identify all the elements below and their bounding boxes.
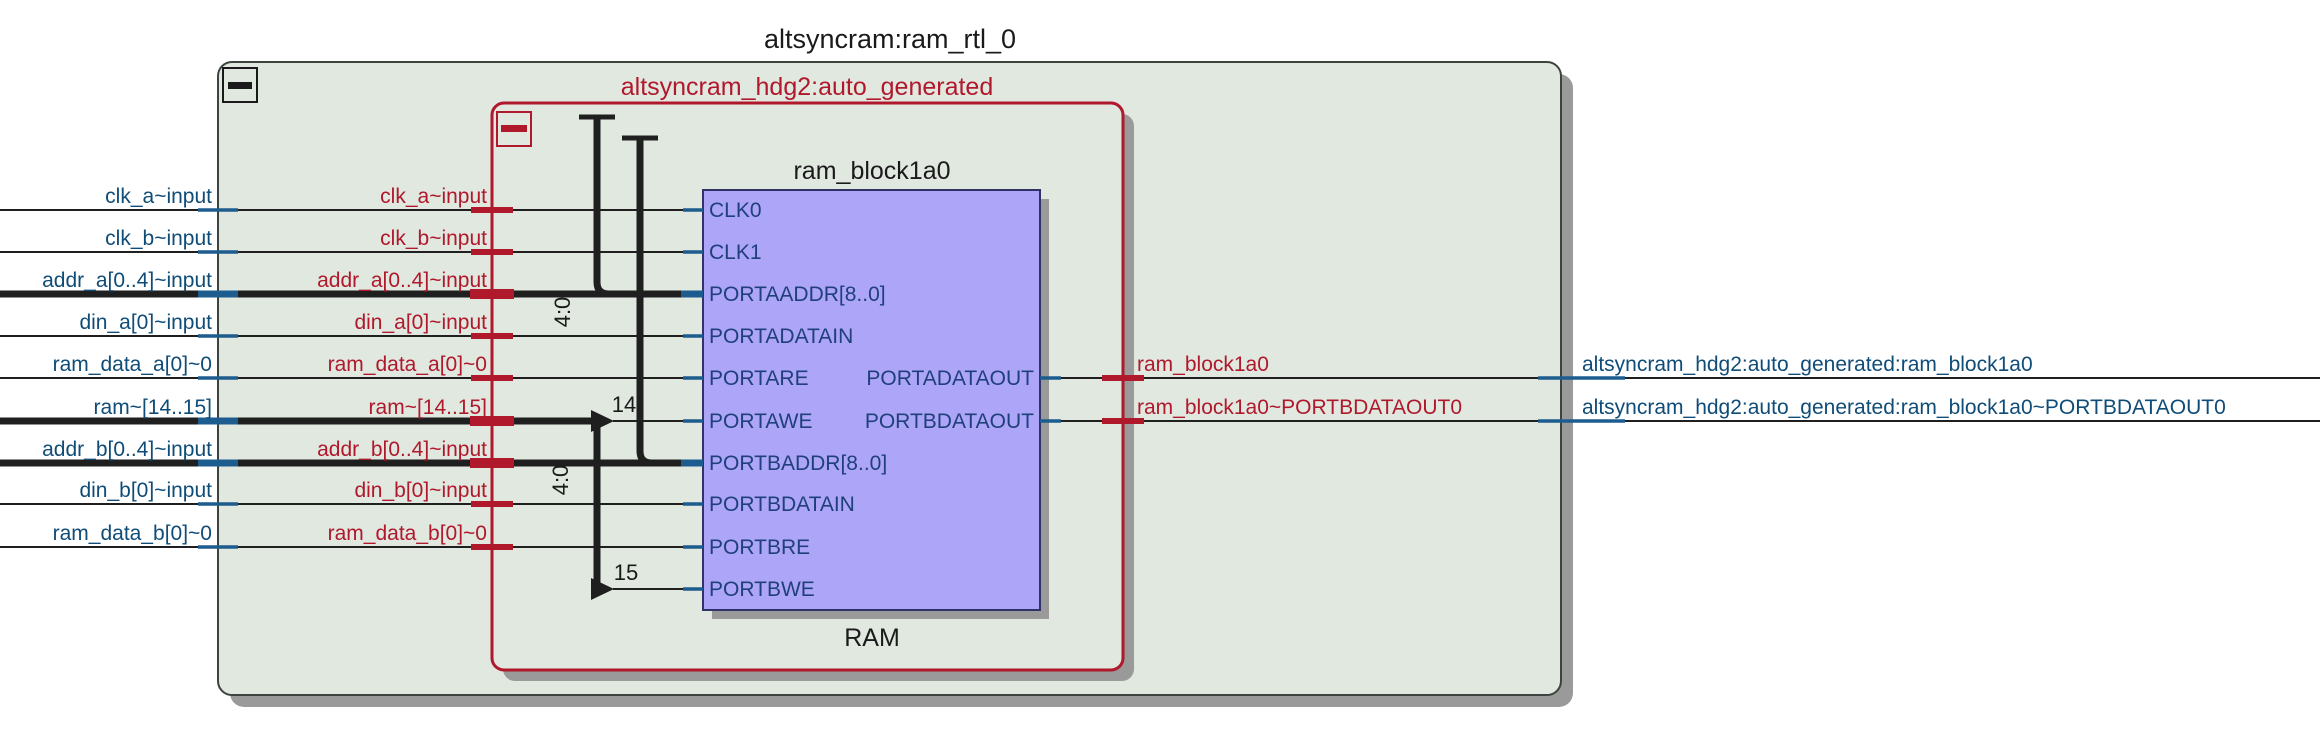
port-label: PORTADATAOUT: [866, 367, 1034, 390]
port-label: CLK0: [709, 199, 762, 222]
minus-icon: [228, 82, 252, 89]
net-label: ram_data_b[0]~0: [328, 522, 487, 545]
ram-right-ports: PORTADATAOUT PORTBDATAOUT: [865, 367, 1034, 433]
boundary-ticks: [470, 207, 1144, 550]
port-label: PORTBDATAOUT: [865, 410, 1034, 433]
net-label: altsyncram_hdg2:auto_generated:ram_block…: [1582, 396, 2226, 419]
port-label: PORTARE: [709, 367, 809, 390]
bus-rip-arrow-15: [591, 578, 614, 600]
addr-a-join-bar[interactable]: [593, 119, 610, 298]
inner-input-labels: clk_a~input clk_b~input addr_a[0..4]~inp…: [317, 185, 487, 545]
net-label: addr_b[0..4]~input: [42, 438, 212, 461]
outer-input-labels: clk_a~input clk_b~input addr_a[0..4]~inp…: [42, 185, 212, 545]
ram-type-label: RAM: [844, 624, 900, 652]
port-label: PORTBADDR[8..0]: [709, 452, 887, 475]
net-label: din_a[0]~input: [354, 311, 487, 334]
ram-instance-title: ram_block1a0: [793, 157, 950, 185]
module-instance-title: altsyncram:ram_rtl_0: [764, 24, 1016, 54]
net-label: din_b[0]~input: [354, 479, 487, 502]
net-label: ram_data_b[0]~0: [53, 522, 212, 545]
port-label: PORTADATAIN: [709, 325, 853, 348]
port-label: PORTBWE: [709, 578, 815, 601]
port-label: PORTBDATAIN: [709, 493, 855, 516]
net-label: clk_b~input: [380, 227, 487, 250]
bus-slice-label-b: 4:0: [548, 465, 573, 496]
ram-left-ports: CLK0 CLK1 PORTAADDR[8..0] PORTADATAIN PO…: [709, 199, 887, 601]
net-label: ram~[14..15]: [369, 396, 487, 419]
bus-joiners: [579, 114, 658, 600]
net-label: ram_block1a0~PORTBDATAOUT0: [1137, 396, 1462, 419]
net-label: din_b[0]~input: [79, 479, 212, 502]
net-label: ram~[14..15]: [94, 396, 212, 419]
net-label: clk_b~input: [105, 227, 212, 250]
bus-bit-label-15: 15: [614, 560, 638, 585]
net-label: addr_b[0..4]~input: [317, 438, 487, 461]
bus-bit-label-14: 14: [612, 392, 636, 417]
port-label: PORTAWE: [709, 410, 812, 433]
net-label: ram_data_a[0]~0: [53, 353, 212, 376]
port-label: PORTBRE: [709, 536, 810, 559]
net-label: din_a[0]~input: [79, 311, 212, 334]
addr-b-join-bar[interactable]: [636, 140, 653, 467]
net-label: clk_a~input: [105, 185, 212, 208]
hierarchy-title: altsyncram_hdg2:auto_generated: [621, 73, 994, 101]
bus-annotations: 4:0 4:0 14 15: [548, 297, 638, 585]
net-label: clk_a~input: [380, 185, 487, 208]
net-label: addr_a[0..4]~input: [317, 269, 487, 292]
port-label: CLK1: [709, 241, 762, 264]
output-wires: [1040, 376, 2320, 423]
ram-block[interactable]: [702, 189, 1041, 611]
bus-rip-arrow-14: [591, 410, 614, 432]
net-label: addr_a[0..4]~input: [42, 269, 212, 292]
bus-slice-label-a: 4:0: [550, 297, 575, 328]
port-label: PORTAADDR[8..0]: [709, 283, 886, 306]
minus-icon: [501, 125, 527, 132]
net-label: altsyncram_hdg2:auto_generated:ram_block…: [1582, 353, 2033, 376]
net-label: ram_data_a[0]~0: [328, 353, 487, 376]
output-labels: ram_block1a0 ram_block1a0~PORTBDATAOUT0 …: [1137, 353, 2226, 419]
net-label: ram_block1a0: [1137, 353, 1269, 376]
